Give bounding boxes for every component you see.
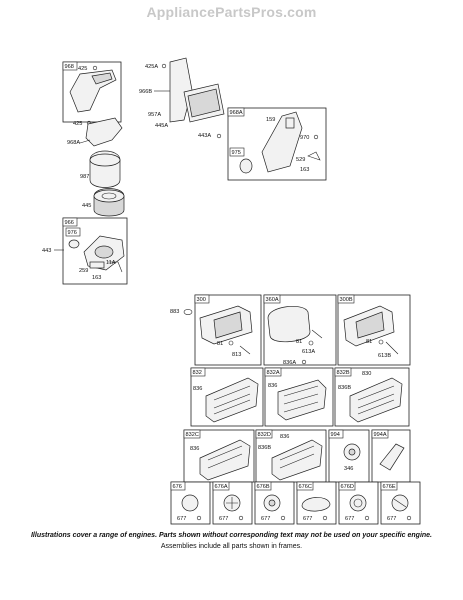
label-836d: 836 <box>280 434 289 440</box>
label-677d: 677 <box>303 516 312 522</box>
label-976: 976 <box>68 230 77 236</box>
label-883: 883 <box>170 309 179 315</box>
label-832B: 832B <box>337 370 350 376</box>
label-966: 966 <box>65 220 74 226</box>
part-445A: 445A <box>155 123 168 129</box>
part-987: 987 <box>80 150 121 188</box>
assembly-360A: 360A 81 613A <box>263 294 337 366</box>
label-677e: 677 <box>345 516 354 522</box>
assembly-676D: 676D 677 <box>338 481 379 525</box>
assembly-676: 676 677 <box>170 481 211 525</box>
label-529: 529 <box>296 157 305 163</box>
assembly-676B: 676B 677 <box>254 481 295 525</box>
assembly-966: 966 976 11A 259 163 <box>62 217 128 285</box>
part-883: 883 <box>170 309 193 315</box>
label-836: 836 <box>193 386 202 392</box>
assembly-832: 832 836 <box>190 367 264 427</box>
label-11A: 11A <box>106 260 116 266</box>
label-832: 832 <box>193 370 202 376</box>
assembly-832C: 832C 836 <box>183 429 255 483</box>
label-968: 968 <box>65 64 74 70</box>
assembly-676E: 676E 677 <box>380 481 421 525</box>
part-443: 443 <box>42 248 64 254</box>
part-968A: 968A <box>67 117 123 147</box>
assembly-300: 300 81 813 <box>194 294 262 366</box>
label-832D: 832D <box>258 432 271 438</box>
label-676C: 676C <box>299 484 312 490</box>
label-968A-box: 968A <box>230 110 243 116</box>
part-445: 445 <box>82 188 125 217</box>
label-676A: 676A <box>215 484 228 490</box>
label-966B: 966B <box>139 89 152 95</box>
label-677f: 677 <box>387 516 396 522</box>
label-975: 975 <box>232 150 241 156</box>
assembly-832A: 832A 836 <box>264 367 334 427</box>
label-970: 970 <box>300 135 309 141</box>
label-300B: 300B <box>340 297 353 303</box>
label-425: 425 <box>78 66 87 72</box>
label-832A: 832A <box>267 370 280 376</box>
part-836A: 836A <box>283 359 307 366</box>
assembly-968A: 968A 159 970 975 529 163 <box>227 107 327 181</box>
assembly-300B: 300B 81 613B <box>337 294 411 366</box>
assembly-832B: 832B 830 836B <box>334 367 410 427</box>
label-259: 259 <box>79 268 88 274</box>
label-300: 300 <box>197 297 206 303</box>
label-81c: 81 <box>366 339 372 345</box>
label-445: 445 <box>82 203 91 209</box>
label-613B: 613B <box>378 353 391 359</box>
label-836c: 836 <box>190 446 199 452</box>
assembly-994: 994 346 <box>328 429 370 483</box>
label-81b: 81 <box>296 339 302 345</box>
label-813: 813 <box>232 352 241 358</box>
footer-assemblies-note: Assemblies include all parts shown in fr… <box>160 543 303 550</box>
label-346: 346 <box>344 466 353 472</box>
label-957A: 957A <box>148 112 161 118</box>
label-836A: 836A <box>283 360 296 366</box>
label-425b: 425 <box>73 121 82 127</box>
label-677c: 677 <box>261 516 270 522</box>
label-677: 677 <box>177 516 186 522</box>
label-994A: 994A <box>374 432 387 438</box>
label-968A: 968A <box>67 140 80 146</box>
assembly-994A: 994A <box>371 429 411 483</box>
site-watermark: AppliancePartsPros.com <box>146 4 317 20</box>
label-676D: 676D <box>341 484 354 490</box>
label-360A: 360A <box>266 297 279 303</box>
part-425A: 425A <box>145 63 167 70</box>
label-994: 994 <box>331 432 340 438</box>
label-425A: 425A <box>145 64 158 70</box>
label-443: 443 <box>42 248 51 254</box>
label-836B: 836B <box>338 385 351 391</box>
label-987: 987 <box>80 174 89 180</box>
label-836b: 836 <box>268 383 277 389</box>
assembly-832D: 832D 836 836B <box>255 429 327 483</box>
label-443A: 443A <box>198 133 211 139</box>
assembly-968: 968 425 <box>62 61 122 123</box>
label-445A: 445A <box>155 123 168 129</box>
label-163: 163 <box>92 275 101 281</box>
label-613A: 613A <box>302 349 315 355</box>
part-443A: 443A <box>198 133 222 139</box>
part-957A: 957A <box>148 83 225 123</box>
label-677b: 677 <box>219 516 228 522</box>
label-676B: 676B <box>257 484 270 490</box>
label-676E: 676E <box>383 484 396 490</box>
assembly-676A: 676A 677 <box>212 481 253 525</box>
label-676: 676 <box>173 484 182 490</box>
label-832C: 832C <box>186 432 199 438</box>
label-159: 159 <box>266 117 275 123</box>
label-81: 81 <box>217 341 223 347</box>
assembly-676C: 676C 677 <box>296 481 337 525</box>
label-830: 830 <box>362 371 371 377</box>
label-163b: 163 <box>300 167 309 173</box>
footer-disclaimer: Illustrations cover a range of engines. … <box>30 532 433 539</box>
label-836B2: 836B <box>258 445 271 451</box>
